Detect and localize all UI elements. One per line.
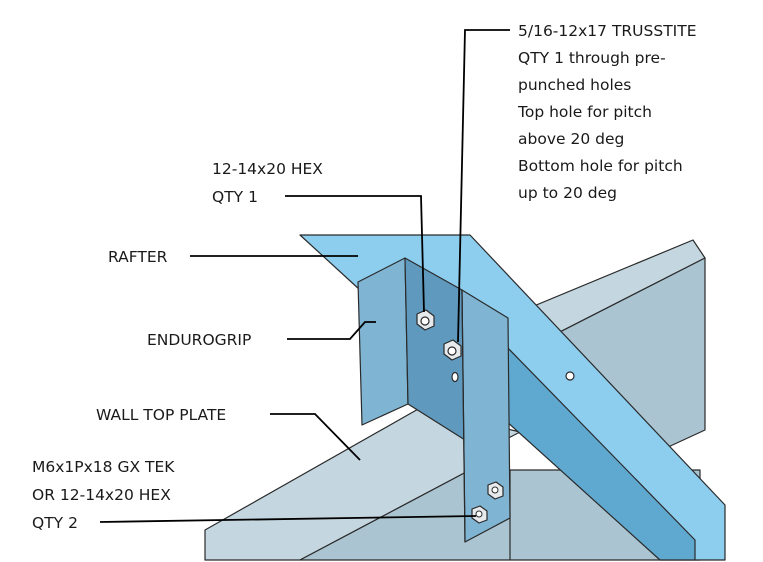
tek-label-line: OR 12-14x20 HEX <box>32 486 171 504</box>
trusstite-label-line: up to 20 deg <box>518 184 617 202</box>
tek-label-line: QTY 2 <box>32 514 78 532</box>
tek-screw-lower-center <box>475 510 483 518</box>
hex-label-line: 12-14x20 HEX <box>212 160 323 178</box>
trusstite-label-line: punched holes <box>518 76 631 94</box>
endurogrip-label: ENDUROGRIP <box>147 331 251 349</box>
tek-screw-upper-center <box>491 486 499 494</box>
tek-screw-upper <box>487 481 504 500</box>
bracket-fold <box>461 289 466 543</box>
leader-tek <box>99 515 477 523</box>
tek-label: M6x1Px18 GX TEK OR 12-14x20 HEX QTY 2 <box>32 458 179 532</box>
leader-hex <box>285 195 425 313</box>
bracket-front-flange <box>461 289 511 543</box>
bracket-back-flange <box>357 257 409 426</box>
wall-top-plate-label: WALL TOP PLATE <box>96 406 226 424</box>
leader-trusstite <box>457 29 510 343</box>
trusstite-screw <box>443 339 462 361</box>
leader-wall-top-plate <box>270 413 361 461</box>
rafter-label: RAFTER <box>108 248 168 266</box>
trusstite-screw-washer <box>447 346 457 356</box>
tek-label-line: M6x1Px18 GX TEK <box>32 458 175 476</box>
endurogrip-bracket <box>357 257 511 543</box>
hex-label-line: QTY 1 <box>212 188 258 206</box>
hex-screw <box>416 309 435 331</box>
hex-screw-washer <box>420 316 430 326</box>
trusstite-label: 5/16-12x17 TRUSSTITE QTY 1 through pre- … <box>517 22 701 202</box>
rafter-hole <box>565 371 575 381</box>
tek-screw-lower <box>471 505 488 524</box>
trusstite-label-line: QTY 1 through pre- <box>518 49 666 67</box>
trusstite-label-line: 5/16-12x17 TRUSSTITE <box>518 22 697 40</box>
trusstite-label-line: above 20 deg <box>518 130 624 148</box>
leader-endurogrip <box>287 321 376 340</box>
hex-label: 12-14x20 HEX QTY 1 <box>212 160 328 206</box>
trusstite-label-line: Bottom hole for pitch <box>518 157 683 175</box>
prepunched-hole-top <box>451 371 459 383</box>
trusstite-label-line: Top hole for pitch <box>517 103 652 121</box>
